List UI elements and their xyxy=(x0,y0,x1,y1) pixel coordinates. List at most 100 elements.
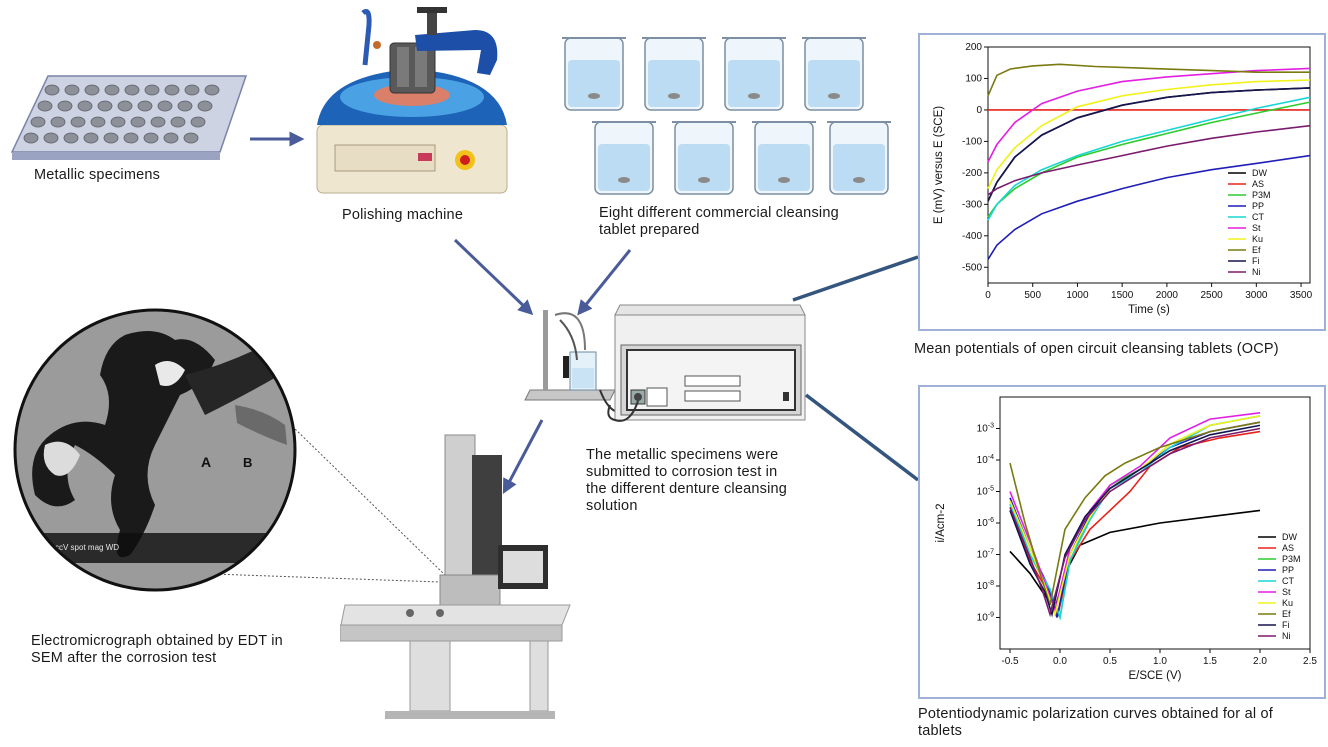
specimen-disk xyxy=(124,84,140,96)
x-tick-label: 0 xyxy=(985,290,991,301)
connector-potentiostat-to-ocp xyxy=(792,255,919,302)
legend-label: CT xyxy=(1252,212,1264,222)
series-line-ku xyxy=(987,79,1311,189)
specimen-disk xyxy=(50,116,66,128)
caption-polishing-machine: Polishing machine xyxy=(342,207,464,223)
legend-label: PP xyxy=(1252,201,1264,211)
x-tick-label: 2.0 xyxy=(1253,656,1267,667)
y-tick-label: 100 xyxy=(965,73,982,84)
y-axis-label: E (mV) versus E (SCE) xyxy=(933,106,945,224)
specimen-disk xyxy=(117,100,133,112)
specimen-disk xyxy=(197,100,213,112)
series-line-st xyxy=(987,67,1311,163)
specimen-disk xyxy=(30,116,46,128)
legend-label: DW xyxy=(1252,168,1267,178)
specimen-disk xyxy=(63,132,79,144)
sem-instrument xyxy=(340,434,571,719)
series-line-ni xyxy=(1009,427,1261,618)
sem-label-a: A xyxy=(201,454,211,470)
specimen-disk xyxy=(37,100,53,112)
caption-corrosion-line3: the different denture cleansing xyxy=(586,481,788,497)
caption-sem-line2: SEM after the corrosion test xyxy=(31,650,217,666)
beaker xyxy=(827,121,891,195)
y-tick-label: -200 xyxy=(962,168,982,179)
x-tick-label: 0.5 xyxy=(1103,656,1117,667)
specimen-disk xyxy=(44,84,60,96)
series-line-ef xyxy=(1009,421,1261,606)
legend-label: Ni xyxy=(1252,267,1261,277)
caption-tablets-line1: Eight different commercial cleansing xyxy=(599,205,839,221)
caption-ocp: Mean potentials of open circuit cleansin… xyxy=(914,341,1279,357)
legend-label: Ef xyxy=(1282,609,1291,619)
specimen-disk xyxy=(123,132,139,144)
legend-label: P3M xyxy=(1252,190,1271,200)
specimen-disk xyxy=(183,132,199,144)
x-tick-label: 0.0 xyxy=(1053,656,1067,667)
beaker xyxy=(752,121,816,195)
specimen-disk xyxy=(57,100,73,112)
specimen-disk xyxy=(170,116,186,128)
sem-label-b: B xyxy=(243,455,252,470)
polishing-machine xyxy=(316,7,508,194)
arrow-polishing-to-cell xyxy=(453,238,534,316)
specimen-disk xyxy=(110,116,126,128)
x-tick-label: 500 xyxy=(1024,290,1041,301)
specimen-disk xyxy=(204,84,220,96)
beaker xyxy=(672,121,736,195)
y-tick-label: 10-8 xyxy=(977,580,994,592)
caption-corrosion-line2: submitted to corrosion test in xyxy=(586,464,778,480)
plot-frame xyxy=(999,396,1311,650)
legend-label: AS xyxy=(1252,179,1264,189)
y-tick-label: 200 xyxy=(965,42,982,53)
x-tick-label: 1000 xyxy=(1066,290,1089,301)
specimen-disk xyxy=(177,100,193,112)
x-axis-label: Time (s) xyxy=(1128,304,1170,316)
x-tick-label: -0.5 xyxy=(1001,656,1019,667)
sem-databar: ccV spot mag WD xyxy=(55,543,119,552)
legend-label: Fi xyxy=(1252,256,1260,266)
legend-label: Ku xyxy=(1282,598,1293,608)
specimen-disk xyxy=(164,84,180,96)
specimen-disk xyxy=(84,84,100,96)
arrow-tablets-to-cell xyxy=(577,249,632,316)
y-tick-label: 0 xyxy=(976,105,982,116)
caption-pdp-line1: Potentiodynamic polarization curves obta… xyxy=(918,706,1273,722)
x-tick-label: 3500 xyxy=(1290,290,1313,301)
series-line-ef xyxy=(987,63,1310,97)
specimen-disk xyxy=(137,100,153,112)
beaker xyxy=(722,37,786,111)
arrow-cell-to-sem xyxy=(502,419,544,494)
legend-label: Ni xyxy=(1282,631,1291,641)
x-tick-label: 2000 xyxy=(1156,290,1179,301)
series-line-p3m xyxy=(987,101,1311,218)
legend-label: CT xyxy=(1282,576,1294,586)
caption-pdp-line2: tablets xyxy=(918,723,963,739)
caption-sem: Electromicrograph obtained by EDT in SEM… xyxy=(31,633,283,667)
y-tick-label: 10-9 xyxy=(977,612,994,624)
specimen-disk xyxy=(70,116,86,128)
series-line-ni xyxy=(987,124,1311,196)
caption-corrosion-line1: The metallic specimens were xyxy=(586,447,779,463)
specimen-disk xyxy=(77,100,93,112)
series-line-p3m xyxy=(1009,415,1261,621)
x-axis-label: E/SCE (V) xyxy=(1128,670,1181,682)
sem-micrograph: A B ccV spot mag WD xyxy=(13,308,297,592)
y-tick-label: 10-7 xyxy=(977,549,994,561)
beaker xyxy=(802,37,866,111)
series-line-st xyxy=(1009,412,1261,615)
y-tick-label: -100 xyxy=(962,136,982,147)
y-tick-label: 10-4 xyxy=(977,454,994,466)
caption-corrosion-test: The metallic specimens were submitted to… xyxy=(586,447,787,515)
y-tick-label: -400 xyxy=(962,231,982,242)
specimen-disk xyxy=(103,132,119,144)
y-tick-label: -500 xyxy=(962,262,982,273)
cleansing-beakers xyxy=(562,37,891,195)
corrosion-setup xyxy=(524,304,806,422)
specimen-tray xyxy=(10,75,248,160)
specimen-disk xyxy=(23,132,39,144)
series-line-pp xyxy=(987,154,1311,260)
